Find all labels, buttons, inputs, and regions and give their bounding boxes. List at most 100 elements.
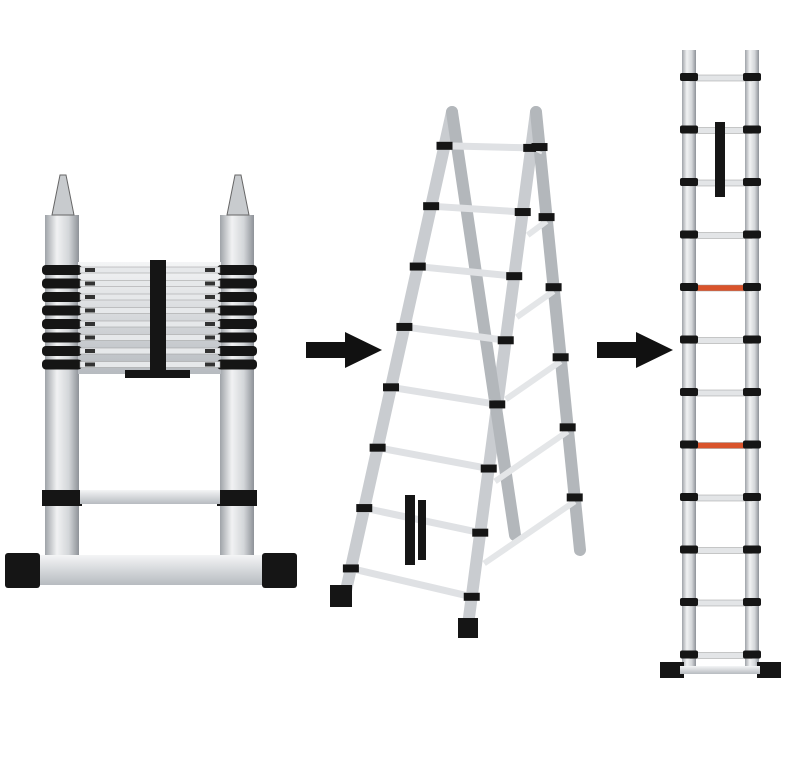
ladder-band <box>680 598 698 606</box>
ladder-band <box>217 332 257 343</box>
ladder-rung <box>689 442 753 449</box>
rung-latch <box>205 268 215 272</box>
ladder-band <box>680 73 698 81</box>
ladder-rung <box>430 202 523 216</box>
rung-latch <box>205 308 215 313</box>
ladder-band <box>42 265 82 275</box>
ladder-band <box>217 359 257 370</box>
ladder-band <box>497 336 514 345</box>
rung-latch <box>85 335 95 340</box>
ladder-band <box>680 230 698 239</box>
rung-latch <box>85 322 95 326</box>
ladder-rung <box>515 288 556 320</box>
ladder-band <box>506 272 523 281</box>
rung-latch <box>85 362 95 367</box>
rung-latch <box>85 295 95 299</box>
ladder-rung <box>689 547 753 554</box>
ladder-band <box>409 262 426 271</box>
ladder-band <box>680 283 698 291</box>
ladder-band <box>680 650 698 659</box>
ladder-band <box>472 528 489 537</box>
ladder-band <box>396 322 413 331</box>
ladder-rung <box>403 323 507 344</box>
ladder-rung <box>390 383 498 408</box>
ladder-leg <box>339 106 458 601</box>
ladder-band <box>217 278 257 289</box>
ladder-band <box>42 346 82 356</box>
rung-latch <box>85 281 95 286</box>
ladder-rung <box>482 498 577 566</box>
ladder-band <box>489 400 506 409</box>
ladder-band <box>423 202 440 211</box>
ladder-band <box>552 353 569 362</box>
ladder-band <box>680 493 698 501</box>
ladder-band <box>42 332 82 343</box>
ladder-rung <box>689 599 753 607</box>
ladder-band <box>680 545 698 554</box>
ladder-band <box>743 178 761 186</box>
ladder-band <box>743 545 761 554</box>
rung-latch <box>205 295 215 299</box>
rung-latch <box>205 322 215 326</box>
rung-latch <box>205 281 215 286</box>
ladder-rung <box>689 652 753 659</box>
ladder-band <box>42 278 82 289</box>
ladder-rung <box>376 444 490 472</box>
ladder-band <box>217 319 257 329</box>
extended-ladder <box>660 50 781 678</box>
ladder-band <box>42 359 82 370</box>
ladder-band <box>42 292 82 302</box>
arrow-right-icon <box>306 332 382 368</box>
ladder-band <box>217 305 257 316</box>
ladder-rung <box>689 74 753 82</box>
ladder-rung <box>504 358 563 402</box>
ladder-rung <box>689 494 753 502</box>
ladder-band <box>42 305 82 316</box>
ladder-band <box>463 592 480 601</box>
ladder-band <box>523 143 540 152</box>
ladder-band <box>356 504 373 513</box>
rung-latch <box>85 308 95 313</box>
ladder-band <box>480 464 497 473</box>
ladder-rung <box>444 142 532 152</box>
ladder-rung <box>493 428 570 484</box>
ladder-rung <box>689 389 753 397</box>
a-frame-ladder <box>330 106 586 638</box>
ladder-band <box>743 335 761 344</box>
ladder-rung <box>689 284 753 292</box>
ladder-band <box>743 493 761 501</box>
ladder-band <box>217 292 257 302</box>
ladder-band <box>743 650 761 659</box>
rung-latch <box>205 335 215 340</box>
ladder-band <box>531 143 548 152</box>
rung-latch <box>85 349 95 353</box>
ladder-band <box>743 598 761 606</box>
rung-latch <box>85 268 95 272</box>
ladder-band <box>743 440 761 449</box>
ladder-band <box>217 265 257 275</box>
ladder-rung <box>417 263 515 280</box>
ladder-leg <box>462 106 542 631</box>
rung-latch <box>205 362 215 367</box>
ladder-band <box>743 73 761 81</box>
rung-latch <box>205 349 215 353</box>
ladder-band <box>383 383 400 392</box>
ladder-rung <box>350 565 473 601</box>
ladder-rung <box>525 218 549 238</box>
ladder-band <box>743 388 761 396</box>
ladder-band <box>743 230 761 239</box>
ladder-band <box>436 141 453 150</box>
ladder-band <box>217 346 257 356</box>
ladder-band <box>566 493 583 502</box>
ladder-leg <box>530 106 586 556</box>
ladder-band <box>680 335 698 344</box>
ladder-band <box>514 208 531 217</box>
ladder-band <box>680 178 698 186</box>
ladder-band <box>680 440 698 449</box>
ladder-rung <box>689 337 753 344</box>
arrow-right-icon <box>597 332 673 368</box>
ladder-band <box>545 283 562 292</box>
ladder-band <box>680 125 698 134</box>
ladder-band <box>743 125 761 134</box>
